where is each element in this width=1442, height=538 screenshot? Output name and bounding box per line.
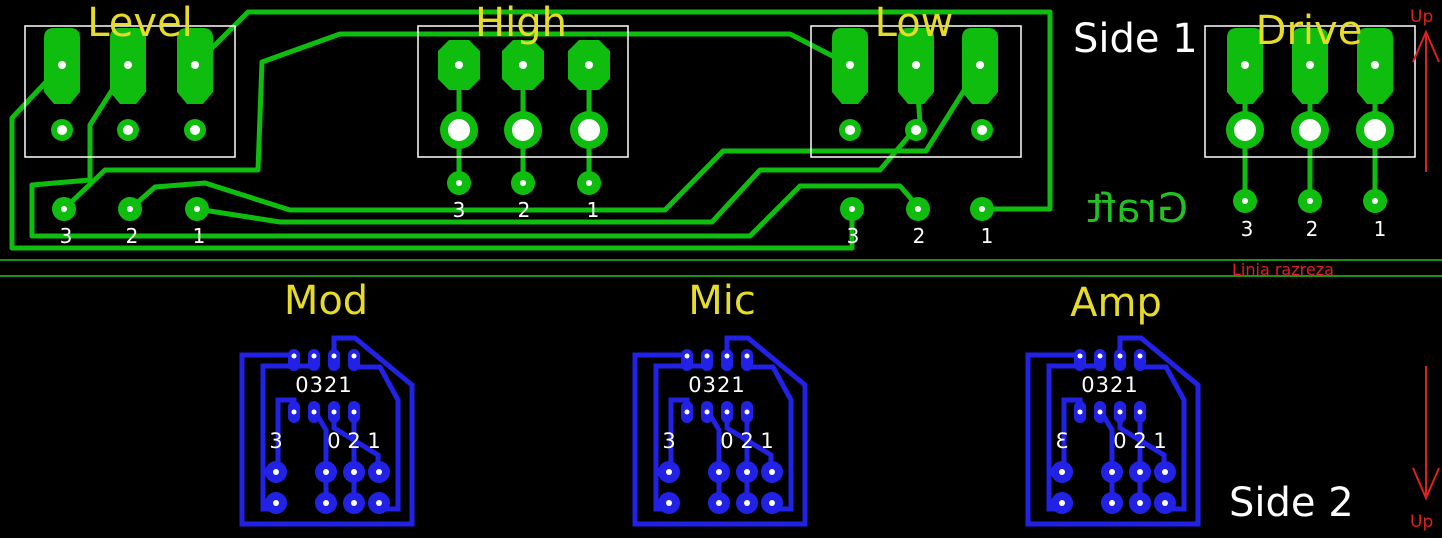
drive-lug-hole-2: [1299, 119, 1321, 141]
low-label: Low: [875, 0, 954, 46]
drive-label: Drive: [1256, 8, 1363, 54]
level-pin-label-1: 1: [193, 224, 206, 248]
high-pin-label-3: 3: [453, 198, 466, 222]
mic-label: Mic: [688, 278, 756, 324]
low-pin-label-1: 1: [981, 224, 994, 248]
side2-title: Side 2: [1229, 480, 1354, 526]
up-label-bottom: Up: [1410, 512, 1433, 532]
high-lug-hole-3: [578, 119, 600, 141]
up-label-top: Up: [1410, 7, 1433, 27]
trace-level-pin2: [127, 62, 983, 213]
low-pin-label-3: 3: [847, 224, 860, 248]
mod-bottom-right-pins: 0 2 1: [327, 429, 380, 453]
drive-pads: [1226, 28, 1394, 149]
high-hole-1: [455, 61, 463, 69]
high-hole-3: [585, 61, 593, 69]
cut-line: [0, 259, 1442, 277]
down-arrow-bottom: [1412, 366, 1440, 501]
mod-bottom-left-pin: 3: [269, 429, 282, 453]
level-lug-hole-1: [57, 125, 67, 135]
level-pin-label-2: 2: [126, 224, 139, 248]
amp-top-pins: 0321: [1081, 373, 1138, 397]
drive-lug-hole-1: [1234, 119, 1256, 141]
low-pin-label-2: 2: [913, 224, 926, 248]
drive-pin-label-2: 2: [1306, 217, 1319, 241]
level-hole-2: [124, 61, 132, 69]
high-outline: [417, 25, 629, 158]
graft-mirrored-label: Graft: [1087, 186, 1188, 232]
trace-level-mid: [29, 62, 923, 239]
low-lug-hole-2: [911, 125, 921, 135]
level-pin-label-3: 3: [60, 224, 73, 248]
level-hole-3: [191, 61, 199, 69]
level-lug-hole-2: [123, 125, 133, 135]
trace-level-pin3: [61, 31, 853, 212]
level-pads: [44, 28, 213, 141]
cut-line-label: Linia razreza: [1232, 260, 1334, 279]
low-pads: [832, 28, 998, 141]
drive-pin-label-3: 3: [1241, 217, 1254, 241]
drive-pin-label-1: 1: [1374, 217, 1387, 241]
drive-outline: [1204, 25, 1416, 158]
amp-bottom-left-pin: 3: [1055, 429, 1068, 453]
low-outline: [810, 25, 1022, 158]
low-hole-1: [846, 61, 854, 69]
trace-level-outer: [9, 62, 855, 251]
high-hole-2: [519, 61, 527, 69]
low-hole-3: [976, 61, 984, 69]
mic-bottom-left-pin: 3: [662, 429, 675, 453]
switch-amp: Amp 0321 3 0 2 1: [1028, 280, 1198, 524]
drive-lug-hole-3: [1364, 119, 1386, 141]
mic-bottom-right-pins: 0 2 1: [720, 429, 773, 453]
amp-label: Amp: [1070, 280, 1162, 326]
high-label: High: [475, 0, 567, 46]
high-pin-label-2: 2: [518, 198, 531, 222]
level-hole-1: [58, 61, 66, 69]
level-label: Level: [87, 0, 193, 46]
mod-label: Mod: [284, 278, 368, 324]
low-lug-hole-1: [845, 125, 855, 135]
drive-hole-3: [1371, 61, 1379, 69]
pin-numbers-side1: 3 2 1 3 2 1 3 2 1 3 2 1: [60, 198, 1387, 248]
high-pads: [438, 40, 610, 149]
level-lug-hole-3: [190, 125, 200, 135]
switch-mod: Mod 0321 3 0 2 1: [242, 278, 412, 524]
up-arrow-top: [1412, 29, 1440, 172]
wire-pads-side1: [52, 171, 1387, 221]
level-outline: [24, 25, 236, 158]
low-lug-hole-3: [977, 125, 987, 135]
drive-hole-1: [1241, 61, 1249, 69]
mod-top-pins: 0321: [295, 373, 352, 397]
low-hole-2: [912, 61, 920, 69]
high-pin-label-1: 1: [587, 198, 600, 222]
high-lug-hole-2: [512, 119, 534, 141]
high-lug-hole-1: [448, 119, 470, 141]
switch-mic: Mic 0321 3 0 2 1: [635, 278, 805, 524]
pot-outlines: [24, 25, 1416, 158]
amp-bottom-right-pins: 0 2 1: [1113, 429, 1166, 453]
drive-hole-2: [1306, 61, 1314, 69]
mic-top-pins: 0321: [688, 373, 745, 397]
trace-level-top: [192, 9, 1053, 212]
side1-title: Side 1: [1073, 16, 1198, 62]
